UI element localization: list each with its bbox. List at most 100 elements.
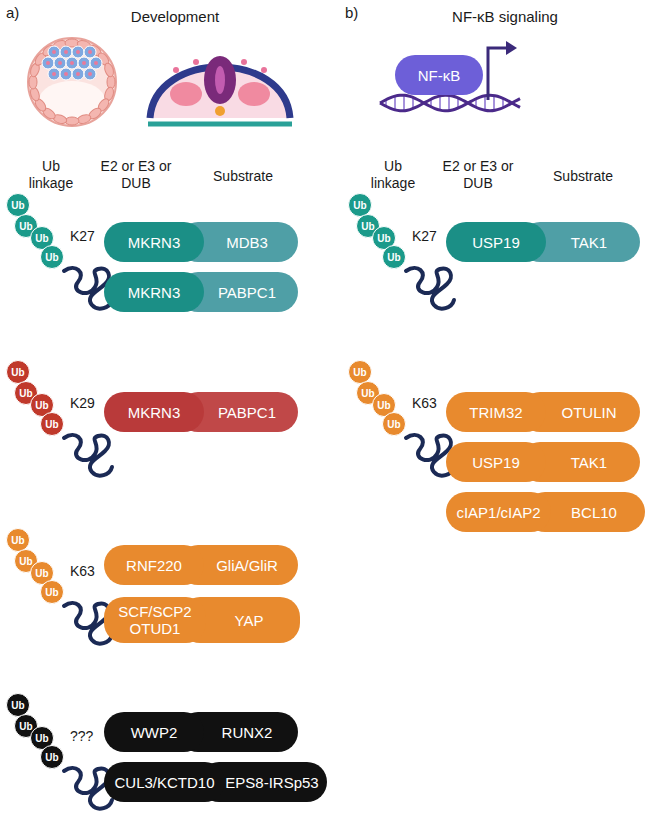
dna-and-arrow	[506, 41, 517, 55]
node-text: Ub	[353, 200, 366, 211]
node-text: USP19	[472, 454, 520, 471]
blastocyst-illustration	[60, 68, 72, 80]
blastocyst-illustration	[103, 62, 115, 78]
blastocyst-illustration	[88, 72, 92, 76]
enzyme-pill: RNF220	[104, 545, 204, 585]
label: K63	[70, 563, 102, 580]
node-text: MDB3	[226, 234, 268, 251]
label: Substrate	[198, 168, 288, 185]
label-text: E2 or E3 or DUB	[101, 158, 172, 191]
enzyme-pill: MKRN3	[104, 392, 204, 432]
label-text: Development	[131, 8, 219, 25]
blastocyst-illustration	[66, 57, 78, 69]
neural-tube-illustration	[148, 56, 292, 124]
dna-and-arrow	[380, 41, 520, 111]
node-text: BCL10	[571, 504, 617, 521]
blastocyst-illustration	[64, 50, 68, 54]
neural-tube-illustration	[238, 82, 270, 106]
label-text: K27	[412, 228, 437, 244]
node-text: Ub	[387, 252, 400, 263]
label-text: K63	[412, 395, 437, 411]
label-text: NF-κB signaling	[452, 8, 558, 25]
blastocyst-illustration	[54, 57, 66, 69]
neural-tube-illustration	[150, 67, 290, 118]
blastocyst-illustration	[60, 46, 72, 58]
label-text: Ub linkage	[29, 158, 73, 191]
label: K63	[412, 395, 444, 412]
transcription-factor-pill: NF-κB	[395, 55, 483, 95]
enzyme-pill: WWP2	[104, 712, 204, 752]
dna-and-arrow	[439, 96, 441, 111]
label: K27	[412, 228, 444, 245]
blastocyst-illustration	[48, 68, 60, 80]
node-text: Ub	[35, 233, 48, 244]
dna-and-arrow	[484, 95, 486, 110]
dna-and-arrow	[380, 95, 520, 111]
neural-tube-illustration	[150, 67, 290, 118]
ubiquitin-circle: Ub	[40, 580, 64, 604]
node-text: Ub	[19, 388, 32, 399]
blastocyst-illustration	[52, 50, 56, 54]
blastocyst-illustration	[64, 72, 68, 76]
node-text: Ub	[45, 252, 58, 263]
node-text: USP19	[472, 234, 520, 251]
blastocyst-illustration	[90, 57, 102, 69]
blastocyst-illustration	[84, 68, 96, 80]
node-text: RNF220	[126, 557, 182, 574]
ubiquitin-circle: Ub	[382, 245, 406, 269]
blastocyst-illustration	[76, 72, 80, 76]
ubiquitin-circle: Ub	[40, 745, 64, 769]
ubiquitin-circle: Ub	[382, 412, 406, 436]
node-text: Ub	[45, 752, 58, 763]
dna-and-arrow	[403, 95, 405, 111]
node-text: Ub	[19, 556, 32, 567]
node-text: MKRN3	[128, 404, 181, 421]
label-text: Substrate	[553, 168, 613, 184]
enzyme-pill: SCF/SCP2 OTUD1	[104, 597, 206, 643]
label-text: K27	[70, 228, 95, 244]
label-text: Substrate	[213, 168, 273, 184]
label: Ub linkage	[20, 158, 82, 192]
node-text: SCF/SCP2 OTUD1	[113, 603, 197, 637]
label-text: Ub linkage	[371, 158, 415, 191]
dna-and-arrow	[493, 95, 495, 110]
node-text: CUL3/KCTD10	[114, 774, 214, 791]
label: Development	[100, 8, 250, 26]
blastocyst-illustration	[72, 68, 84, 80]
neural-tube-illustration	[204, 56, 236, 104]
node-text: WWP2	[131, 724, 178, 741]
blastocyst-illustration	[72, 46, 84, 58]
blastocyst-illustration	[28, 38, 116, 126]
neural-tube-illustration	[215, 106, 225, 116]
node-text: Ub	[45, 419, 58, 430]
blastocyst-illustration	[52, 72, 56, 76]
node-text: OTULIN	[561, 404, 616, 421]
node-text: Ub	[387, 419, 400, 430]
neural-tube-illustration	[193, 59, 199, 65]
label: E2 or E3 or DUB	[98, 158, 174, 192]
node-text: RUNX2	[222, 724, 273, 741]
node-text: Ub	[377, 400, 390, 411]
protein-substrate	[64, 435, 112, 476]
neural-tube-illustration	[241, 59, 247, 65]
node-text: PABPC1	[218, 404, 276, 421]
label-text: ???	[70, 728, 93, 744]
label-text: K29	[70, 395, 95, 411]
blastocyst-illustration	[82, 61, 86, 65]
node-text: MKRN3	[128, 234, 181, 251]
label: K29	[70, 395, 102, 412]
dna-and-arrow	[394, 96, 396, 110]
label: Substrate	[538, 168, 628, 185]
node-text: Ub	[35, 568, 48, 579]
enzyme-pill: MKRN3	[104, 222, 204, 262]
blastocyst-illustration	[48, 46, 60, 58]
node-text: Ub	[11, 700, 24, 711]
node-text: Ub	[377, 233, 390, 244]
node-text: TRIM32	[469, 404, 522, 421]
node-text: Ub	[361, 221, 374, 232]
label-text: a)	[6, 4, 19, 21]
blastocyst-illustration	[84, 46, 96, 58]
node-text: Ub	[45, 587, 58, 598]
enzyme-pill: CUL3/KCTD10	[104, 762, 225, 802]
node-text: TAK1	[571, 454, 607, 471]
